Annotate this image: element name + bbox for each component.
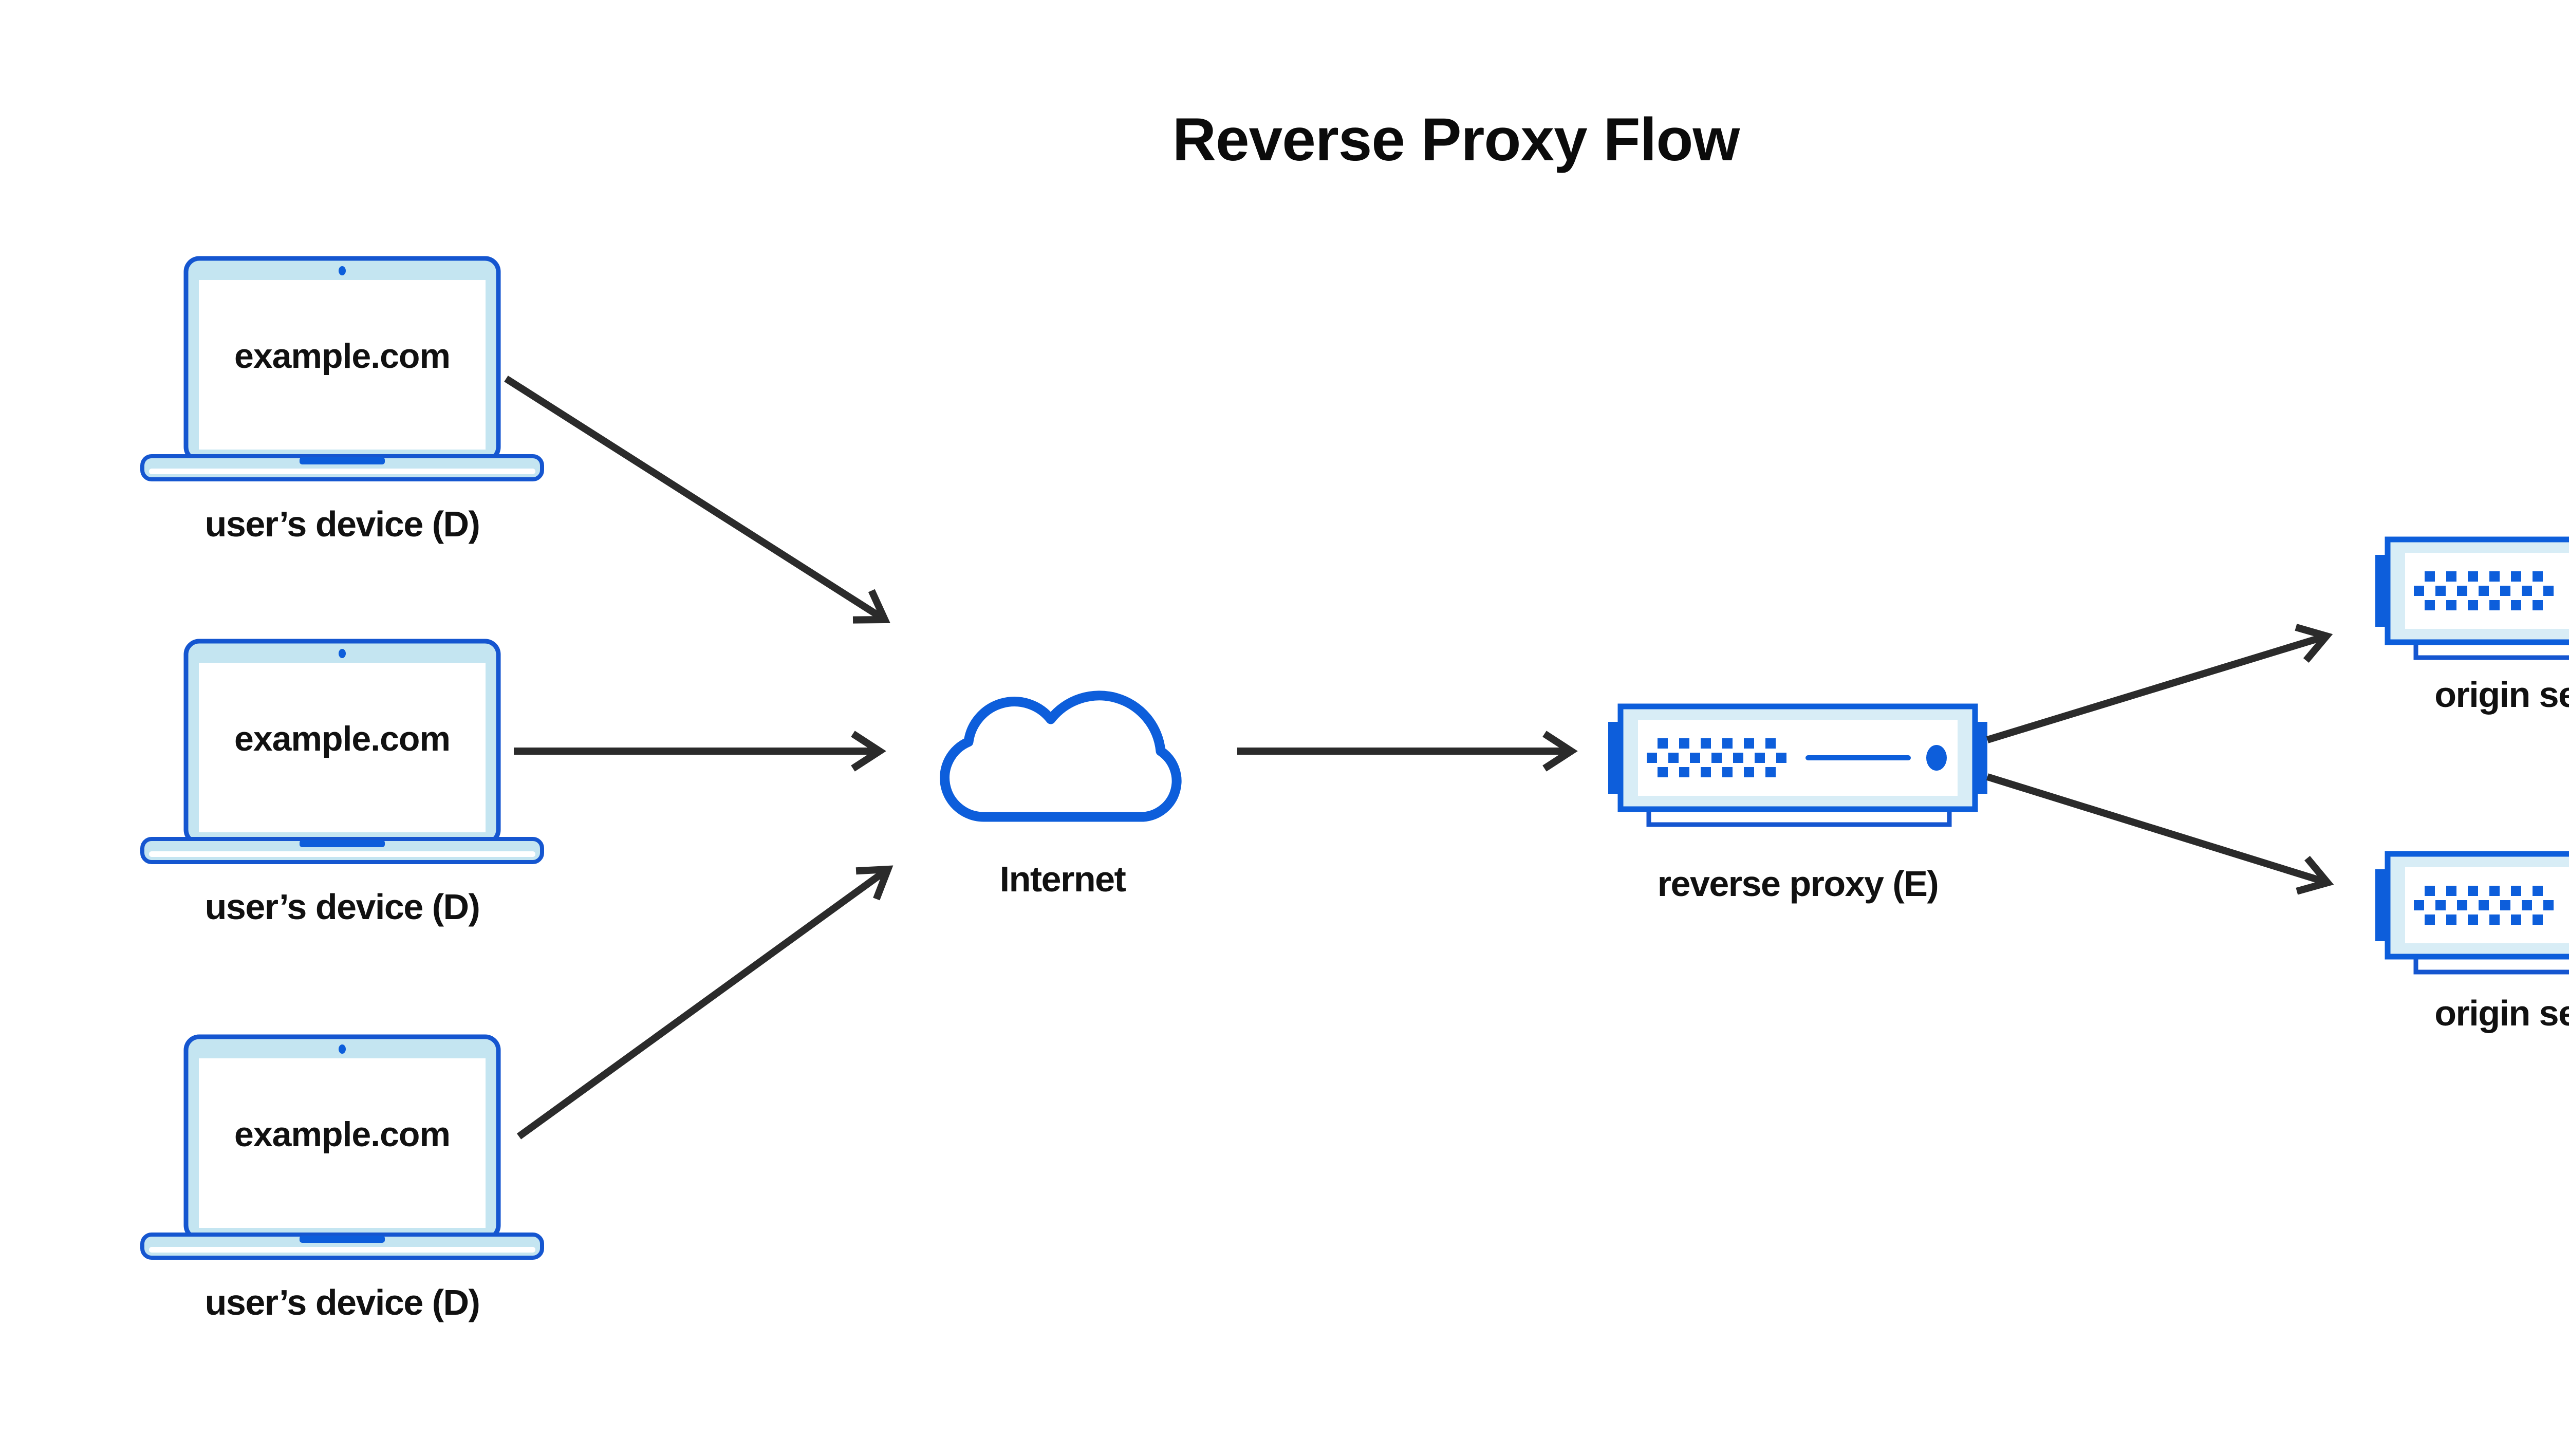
device-screen-url: example.com	[234, 719, 451, 758]
arrow-icon	[1237, 731, 1578, 772]
server-icon	[1608, 706, 1987, 825]
device-screen-url: example.com	[234, 1115, 451, 1154]
arrow-icon	[1986, 773, 2334, 895]
device-label: user’s device (D)	[204, 1282, 480, 1322]
arrow-icon	[1986, 624, 2333, 743]
cloud-icon	[940, 690, 1182, 822]
arrow-icon	[514, 731, 886, 772]
server-icon	[2375, 854, 2569, 972]
arrow-icon	[504, 376, 890, 624]
origin-server-label: origin server (F)	[2434, 675, 2569, 715]
device-label: user’s device (D)	[204, 504, 480, 544]
arrow-icon	[516, 865, 893, 1140]
origin-server-label: origin server (F)	[2434, 993, 2569, 1033]
internet-label: Internet	[999, 859, 1126, 899]
reverse-proxy-label: reverse proxy (E)	[1657, 864, 1939, 904]
server-icon	[2375, 539, 2569, 658]
page-title: Reverse Proxy Flow	[1172, 106, 1740, 174]
device-screen-url: example.com	[234, 337, 451, 376]
device-label: user’s device (D)	[204, 887, 480, 927]
